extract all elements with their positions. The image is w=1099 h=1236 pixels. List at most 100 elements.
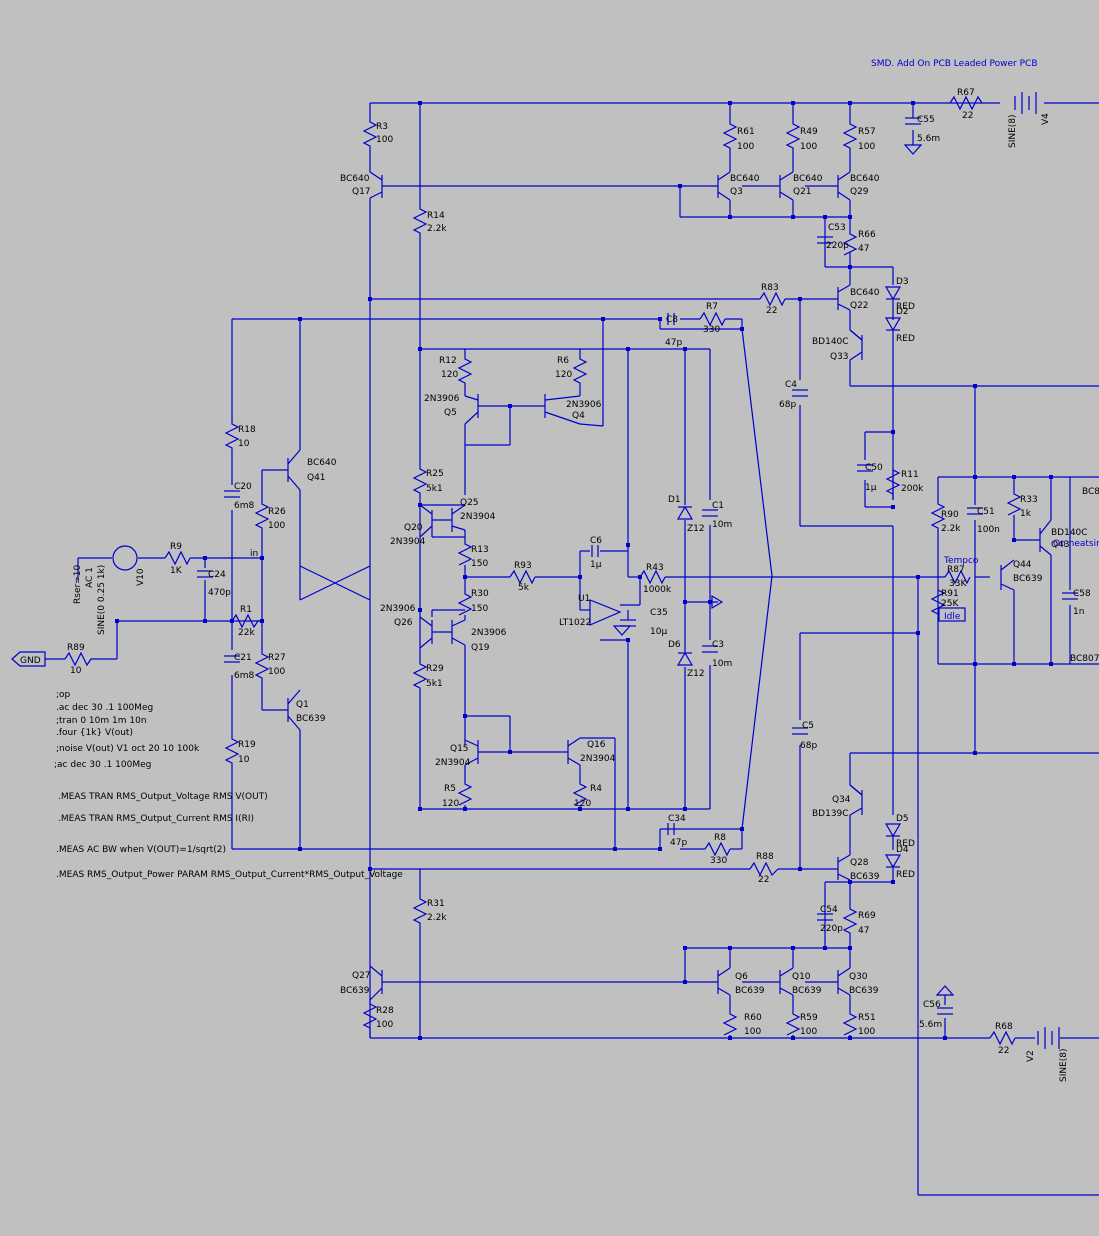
label-r30v: 150 [471,604,488,614]
label-q5m: 2N3906 [424,394,460,404]
label-v4: V4 [1041,113,1051,125]
label-c58v: 1n [1073,607,1084,617]
label-r90: R90 [941,510,959,520]
label-q30m: BC639 [849,986,879,996]
label-r88: R88 [756,852,774,862]
label-r18v: 10 [238,439,250,449]
label-d6: D6 [668,640,681,650]
header-note: SMD. Add On PCB Leaded Power PCB [871,59,1038,69]
label-q26m: 2N3906 [380,604,416,614]
label-r11: R11 [901,470,919,480]
label-r66v: 47 [858,244,869,254]
label-q30: Q30 [849,972,868,982]
label-r29v: 5k1 [426,679,443,689]
label-rser: Rser=10 [73,565,83,604]
label-bc8: BC8 [1082,487,1099,497]
label-c6: C6 [590,536,602,546]
label-r49: R49 [800,127,818,137]
label-r25v: 5k1 [426,484,443,494]
label-c8v: 47p [665,338,682,348]
label-r89: R89 [67,643,85,653]
label-q29m: BC640 [850,174,880,184]
label-gnd: GND [20,656,41,666]
label-c21v: 6m8 [234,671,254,681]
label-3: .four {1k} V(out) [56,728,133,738]
label-c54v: 220p [820,924,843,934]
label-q27m: BC639 [340,986,370,996]
label-c21: C21 [234,653,252,663]
label-d1: D1 [668,495,681,505]
label-r87v: 33K [949,579,967,589]
label-1: .ac dec 30 .1 100Meg [56,703,153,713]
label-u1: U1 [578,594,590,604]
spice-directives: ;op .ac dec 30 .1 100Meg ;tran 0 10m 1m … [54,690,403,880]
label-r67: R67 [957,88,975,98]
label-c56: C56 [923,1000,941,1010]
label-d2m: RED [896,334,915,344]
label-q44: Q44 [1013,560,1032,570]
resistor-symbols [64,95,1022,1046]
label-q33: Q33 [830,352,849,362]
label-r13v: 150 [471,559,488,569]
label-r7v: 330 [703,325,720,335]
label-q41: Q41 [307,473,326,483]
label-q15m: 2N3904 [435,758,471,768]
label-c51: C51 [977,507,995,517]
label-r90v: 2.2k [941,524,961,534]
label-sine: SINE(0 0.25 1k) [97,565,107,635]
label-q34m: BD139C [812,809,849,819]
label-c34v: 47p [670,838,687,848]
label-c20: C20 [234,482,252,492]
label-c4: C4 [785,380,797,390]
label-r60: R60 [744,1013,762,1023]
label-heatsink: On heatsink [1053,539,1099,549]
label-c3v: 10m [712,659,732,669]
label-c3: C3 [712,640,724,650]
label-r27: R27 [268,653,286,663]
label-r8v: 330 [710,856,727,866]
label-d2: D2 [896,307,909,317]
source-symbols [11,92,1060,1049]
label-tempco: Tempco [943,556,979,566]
label-q21m: BC640 [793,174,823,184]
label-0: ;op [56,690,71,700]
label-r9: R9 [170,542,182,552]
label-d1m: Z12 [687,524,705,534]
label-q16: Q16 [587,740,606,750]
label-c20v: 6m8 [234,501,254,511]
label-r93v: 5k [518,583,530,593]
label-r5v: 120 [442,799,459,809]
label-c5: C5 [802,721,814,731]
label-6: .MEAS TRAN RMS_Output_Voltage RMS V(OUT) [58,792,268,802]
label-9: .MEAS RMS_Output_Power PARAM RMS_Output_… [56,870,403,880]
label-q20m: 2N3904 [390,537,426,547]
label-c34: C34 [668,814,686,824]
label-c24: C24 [208,570,226,580]
label-c6v: 1µ [590,560,602,570]
label-r83v: 22 [766,306,777,316]
label-c1: C1 [712,501,724,511]
component-labels: SMD. Add On PCB Leaded Power PCB R3 100 … [20,59,1099,1082]
label-d6m: Z12 [687,669,705,679]
label-q22: Q22 [850,301,869,311]
label-q21: Q21 [793,187,812,197]
label-r28v: 100 [376,1020,393,1030]
label-q19: Q19 [471,643,490,653]
label-r3: R3 [376,122,388,132]
transistor-symbols [287,171,1052,1001]
label-q1m: BC639 [296,714,326,724]
label-q28m: BC639 [850,872,880,882]
label-q17n: Q17 [352,187,371,197]
label-r49v: 100 [800,142,817,152]
label-r29: R29 [426,664,444,674]
label-r8: R8 [714,833,726,843]
label-d5: D5 [896,814,909,824]
label-q3: Q3 [730,187,743,197]
label-q41m: BC640 [307,458,337,468]
label-v2s: SINE(8) [1059,1048,1069,1082]
label-v4s: SINE(8) [1008,114,1018,148]
label-d3m: RED [896,302,915,312]
label-r1: R1 [240,605,252,615]
label-r27v: 100 [268,667,285,677]
label-4: ;noise V(out) V1 oct 20 10 100k [56,744,200,754]
